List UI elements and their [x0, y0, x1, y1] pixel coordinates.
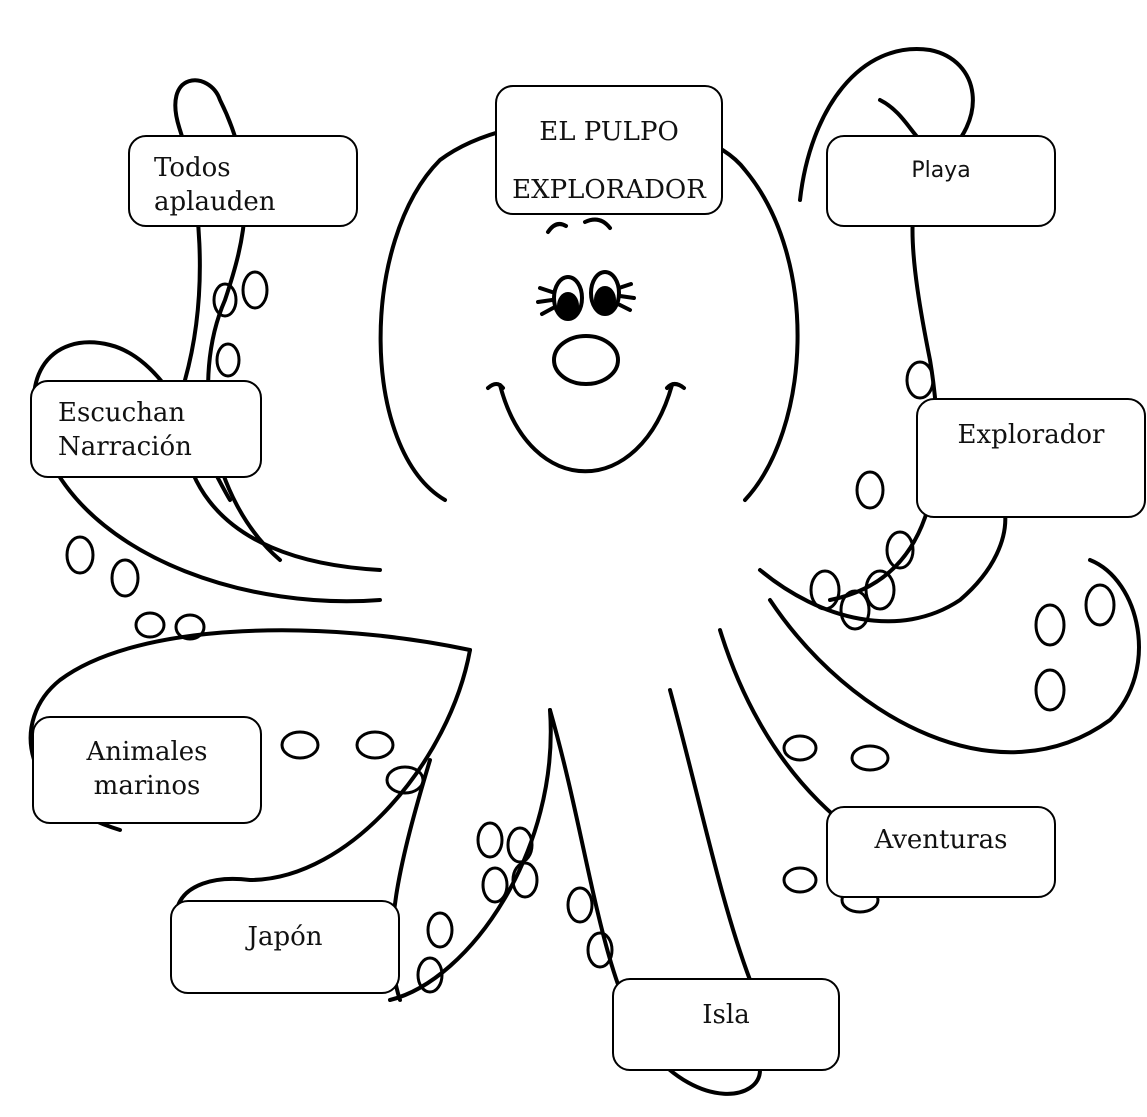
escuchan-narracion-line-1: Escuchan [58, 396, 260, 430]
octopus-eyebrow-left [548, 224, 566, 232]
japon-text: Japón [172, 920, 398, 954]
octopus-pupil-right [596, 288, 614, 312]
todos-aplauden-line-2: aplauden [154, 185, 356, 219]
octopus-lashes-left [538, 288, 553, 314]
title-line-2: EXPLORADOR [497, 161, 721, 219]
label-explorador: Explorador [916, 398, 1146, 518]
label-todos-aplauden: Todos aplauden [128, 135, 358, 227]
octopus-eyebrow-right [585, 220, 610, 228]
label-isla: Isla [612, 978, 840, 1071]
octopus-nose [554, 336, 618, 384]
escuchan-narracion-line-2: Narración [58, 430, 260, 464]
playa-text: Playa [828, 154, 1054, 188]
octopus-cheek-right [667, 384, 684, 388]
tentacle-mid-right [770, 560, 1139, 752]
label-escuchan-narracion: Escuchan Narración [30, 380, 262, 478]
aventuras-text: Aventuras [828, 823, 1054, 857]
octopus-pupil-left [559, 294, 577, 318]
explorador-text: Explorador [918, 418, 1144, 452]
title-line-1: EL PULPO [497, 103, 721, 161]
label-japon: Japón [170, 900, 400, 994]
tentacle-bottom-left [390, 710, 551, 1000]
todos-aplauden-line-1: Todos [154, 151, 356, 185]
octopus-cheek-left [488, 384, 503, 388]
tentacle-bottom-center-right [670, 690, 750, 980]
label-aventuras: Aventuras [826, 806, 1056, 898]
tentacle-upper-right-curl [880, 100, 920, 140]
title-box: EL PULPO EXPLORADOR [495, 85, 723, 215]
animales-marinos-line-1: Animales [34, 735, 260, 769]
octopus-lashes-right [618, 284, 634, 310]
label-animales-marinos: Animales marinos [32, 716, 262, 824]
isla-text: Isla [614, 998, 838, 1032]
animales-marinos-line-2: marinos [34, 769, 260, 803]
octopus-mouth [500, 385, 672, 471]
label-playa: Playa [826, 135, 1056, 227]
